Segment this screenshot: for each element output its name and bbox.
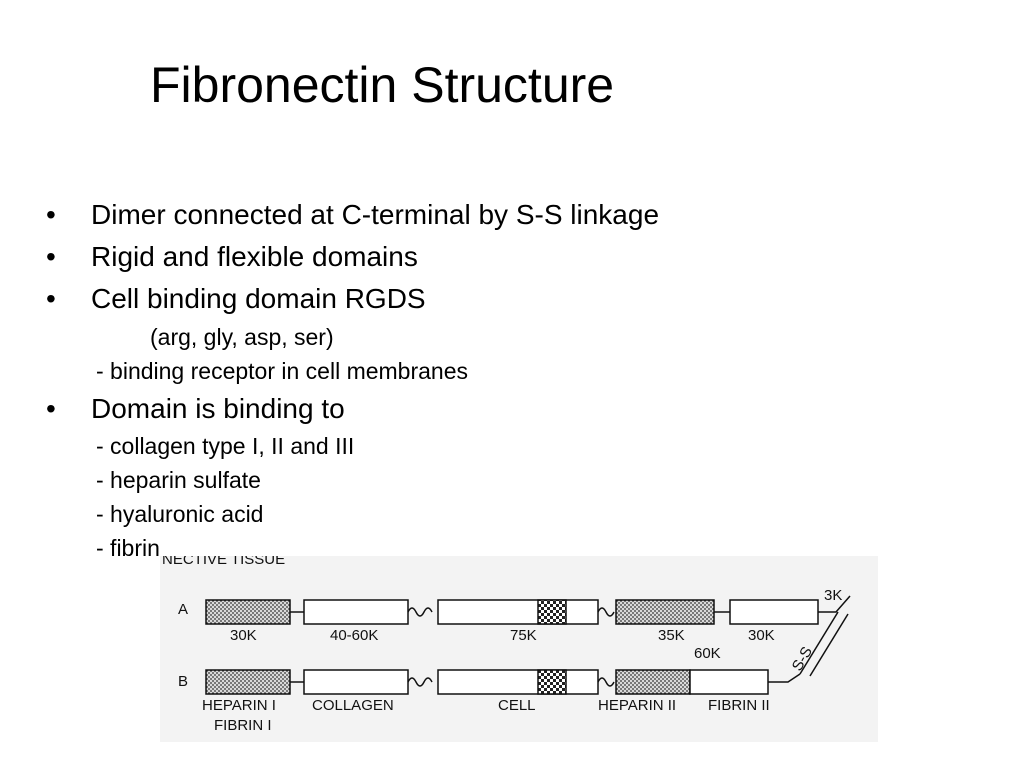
chain-b-segment-heparin-i [205,669,291,695]
diagram-header-fragment: NECTIVE TISSUE [162,556,285,568]
slide-title: Fibronectin Structure [150,57,615,113]
chain-b-segment-collagen [303,669,409,695]
binding-target-item: - hyaluronic acid [96,501,264,527]
bullet-dot-icon: • [46,283,56,314]
chain-b-domain-collagen: COLLAGEN [312,697,394,714]
domain-diagram-svg: NECTIVE TISSUE A 30K 40-60K 75K 35K 30K … [162,556,851,734]
chain-b-domain-fibrin-i: FIBRIN I [214,717,272,734]
chain-a-label-60k: 60K [694,645,721,662]
chain-b-segment-heparin-ii [615,669,691,695]
binding-target-item: - fibrin [96,535,160,561]
chain-a-segment-40-60k [303,599,409,625]
chain-b-segment-fibrin-ii [689,669,769,695]
chain-b-segment-cell [437,669,599,695]
chain-a-cell-site [537,599,567,625]
chain-b [205,669,801,695]
chain-a-label-75k: 75K [510,627,537,644]
fibronectin-domain-diagram: NECTIVE TISSUE A 30K 40-60K 75K 35K 30K … [160,556,878,742]
chain-a-end-label: 3K [824,587,842,604]
chain-a-label-40-60k: 40-60K [330,627,378,644]
chain-a [205,595,851,677]
rgds-expansion: (arg, gly, asp, ser) [150,324,334,350]
chain-a-segment-30k [205,599,291,625]
chain-b-domain-cell: CELL [498,697,536,714]
chain-b-domain-fibrin-ii: FIBRIN II [708,697,770,714]
chain-a-label: A [178,601,188,618]
bullet-text: Dimer connected at C-terminal by S-S lin… [91,199,660,230]
chain-a-label-30k-end: 30K [748,627,775,644]
disulfide-label: S-S [789,644,816,674]
bullet-dot-icon: • [46,241,56,272]
bullet-dot-icon: • [46,199,56,230]
bullet-text: Domain is binding to [91,393,345,424]
bullet-text: Cell binding domain RGDS [91,283,426,314]
chain-b-domain-heparin-i: HEPARIN I [202,697,276,714]
chain-b-label: B [178,673,188,690]
binding-target-item: - collagen type I, II and III [96,433,355,459]
chain-a-label-35k: 35K [658,627,685,644]
binding-target-item: - heparin sulfate [96,467,261,493]
chain-a-segment-75k [437,599,599,625]
chain-a-segment-30k-end [729,599,819,625]
chain-a-label-30k: 30K [230,627,257,644]
chain-a-segment-35k [615,599,715,625]
bullet-text: Rigid and flexible domains [91,241,418,272]
chain-b-cell-site [537,669,567,695]
bullet-dot-icon: • [46,393,56,424]
rgds-note: - binding receptor in cell membranes [96,358,469,384]
chain-b-domain-heparin-ii: HEPARIN II [598,697,676,714]
